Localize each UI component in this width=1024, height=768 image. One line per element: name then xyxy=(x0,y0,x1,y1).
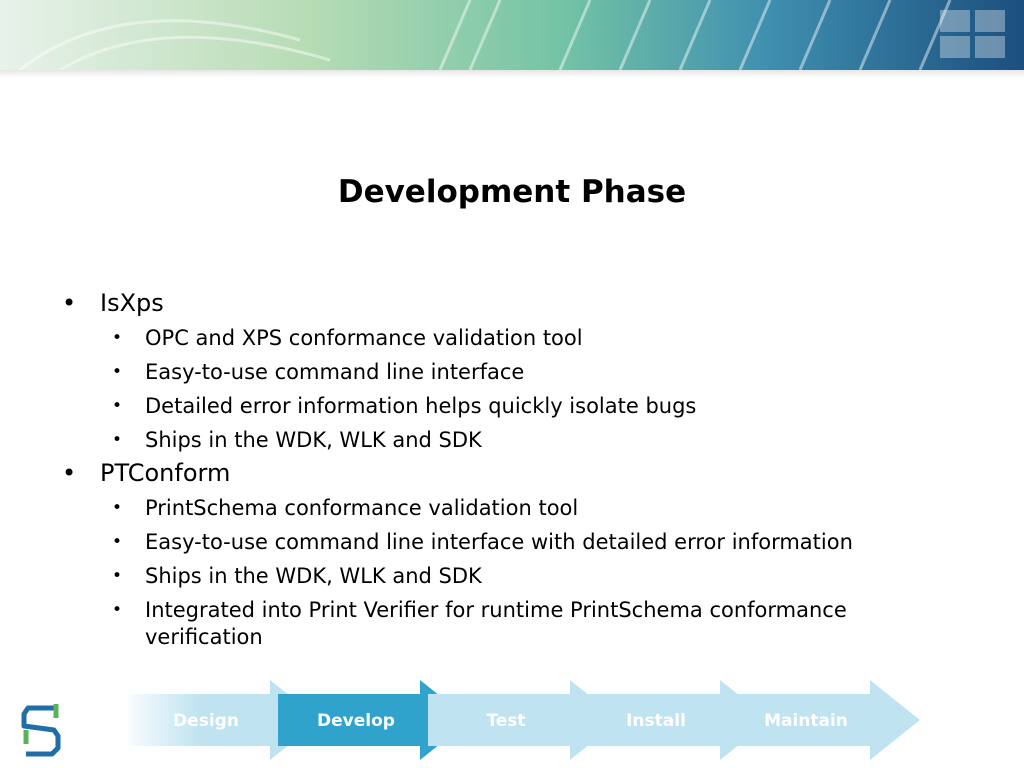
sub-bullet-item: Ships in the WDK, WLK and SDK xyxy=(112,427,962,454)
bullet-group-ptconform: PTConform PrintSchema conformance valida… xyxy=(62,458,962,651)
process-step-arrow-install xyxy=(578,680,770,760)
banner-shadow xyxy=(0,70,1024,78)
process-step-arrow-test xyxy=(428,680,620,760)
process-step-arrow-develop xyxy=(278,680,470,760)
process-step-label-test: Test xyxy=(486,711,525,731)
bullet-group-isxps: IsXps OPC and XPS conformance validation… xyxy=(62,288,962,454)
sub-bullet-item: Easy-to-use command line interface with … xyxy=(112,529,962,556)
bullet-list: IsXps OPC and XPS conformance validation… xyxy=(62,286,962,655)
sub-bullet-item: OPC and XPS conformance validation tool xyxy=(112,325,962,352)
process-step-label-install: Install xyxy=(626,711,686,731)
process-step-label-maintain: Maintain xyxy=(764,711,848,731)
sub-bullet-item: Detailed error information helps quickly… xyxy=(112,393,962,420)
bullet-item: PTConform xyxy=(62,458,962,488)
sub-bullet-item: PrintSchema conformance validation tool xyxy=(112,495,962,522)
sub-bullet-item: Ships in the WDK, WLK and SDK xyxy=(112,563,962,590)
sub-bullet-item: Integrated into Print Verifier for runti… xyxy=(112,597,962,651)
stylized-s-logo-icon xyxy=(21,704,61,757)
header-banner xyxy=(0,0,1024,70)
bullet-item: IsXps xyxy=(62,288,962,318)
slide-title: Development Phase xyxy=(337,174,687,210)
process-step-label-develop: Develop xyxy=(317,711,395,731)
process-step-arrow-maintain xyxy=(728,680,920,760)
sub-bullet-item: Easy-to-use command line interface xyxy=(112,359,962,386)
